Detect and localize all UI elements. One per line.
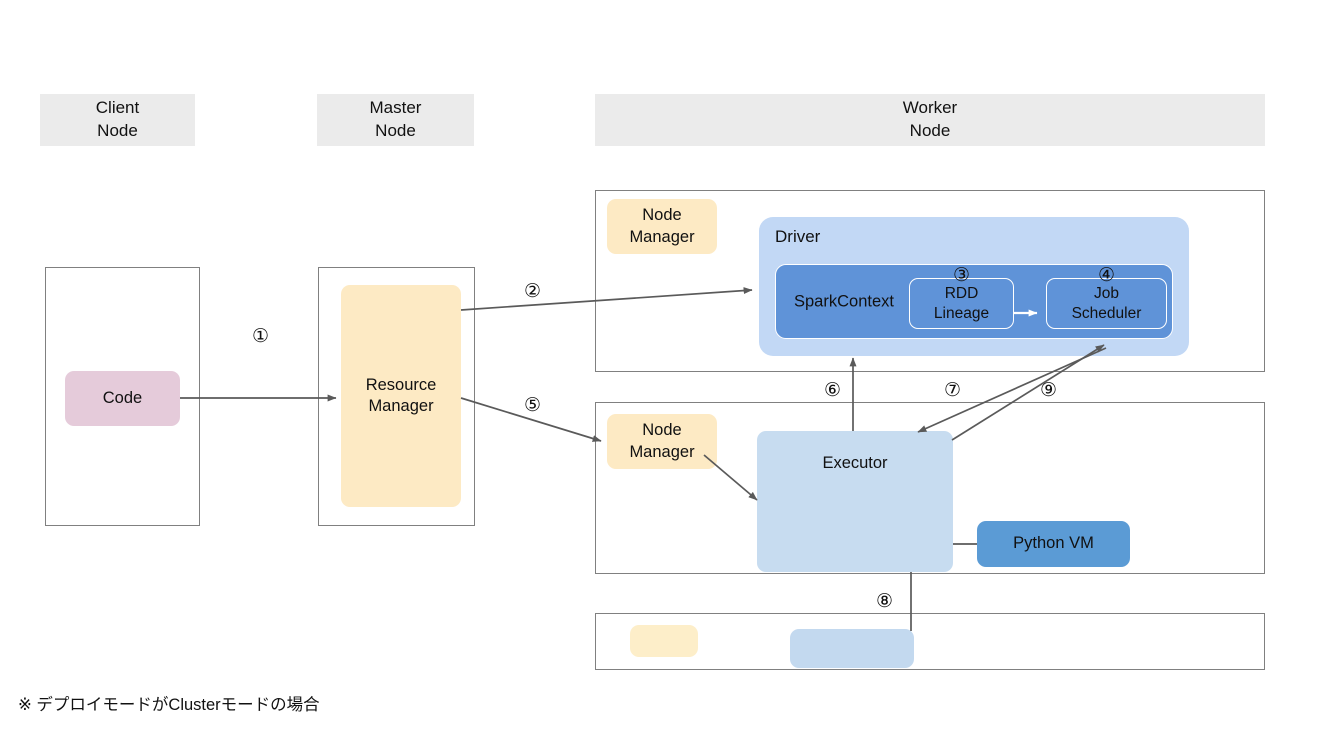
worker-bottom-frame xyxy=(595,613,1265,670)
step-label-8: ⑧ xyxy=(876,591,894,612)
node-manager-upper-box: Node Manager xyxy=(607,199,717,254)
step-label-6: ⑥ xyxy=(824,380,842,401)
step-label-7: ⑦ xyxy=(944,380,962,401)
rdd-lineage-label: RDD Lineage xyxy=(933,285,990,322)
step-label-9: ⑨ xyxy=(1040,380,1058,401)
resource-manager-label: Resource Manager xyxy=(365,375,437,415)
column-header-client-node-label: Client Node xyxy=(95,98,140,140)
worker-bottom-yellow-block xyxy=(630,625,698,657)
step-label-3: ③ xyxy=(953,265,971,286)
python-vm-label: Python VM xyxy=(1013,534,1094,553)
node-manager-upper-label: Node Manager xyxy=(629,206,695,246)
executor-label: Executor xyxy=(822,454,888,472)
footnote-text: ※ デプロイモードがClusterモードの場合 xyxy=(18,696,320,714)
step-label-5: ⑤ xyxy=(524,395,542,416)
column-header-worker-node: Worker Node xyxy=(595,94,1265,146)
rdd-lineage-box: RDD Lineage xyxy=(909,278,1014,329)
job-scheduler-box: Job Scheduler xyxy=(1046,278,1167,329)
step-label-4: ④ xyxy=(1098,265,1116,286)
executor-box: Executor xyxy=(757,431,953,572)
column-header-worker-node-label: Worker Node xyxy=(902,98,958,140)
column-header-master-node: Master Node xyxy=(317,94,474,146)
driver-label: Driver xyxy=(775,227,821,246)
column-header-client-node: Client Node xyxy=(40,94,195,146)
driver-box: Driver SparkContext RDD Lineage Job Sche… xyxy=(759,217,1189,356)
resource-manager-box: Resource Manager xyxy=(341,285,461,507)
sparkcontext-box: SparkContext RDD Lineage Job Scheduler xyxy=(775,264,1173,339)
step-label-1: ① xyxy=(252,326,270,347)
code-box-label: Code xyxy=(102,388,143,407)
step-label-2: ② xyxy=(524,281,542,302)
job-scheduler-label: Job Scheduler xyxy=(1071,285,1142,322)
column-header-master-node-label: Master Node xyxy=(369,98,422,140)
node-manager-lower-box: Node Manager xyxy=(607,414,717,469)
worker-bottom-blue-block xyxy=(790,629,914,668)
sparkcontext-label: SparkContext xyxy=(794,292,894,310)
node-manager-lower-label: Node Manager xyxy=(629,421,695,461)
code-box: Code xyxy=(65,371,180,426)
python-vm-box: Python VM xyxy=(977,521,1130,567)
